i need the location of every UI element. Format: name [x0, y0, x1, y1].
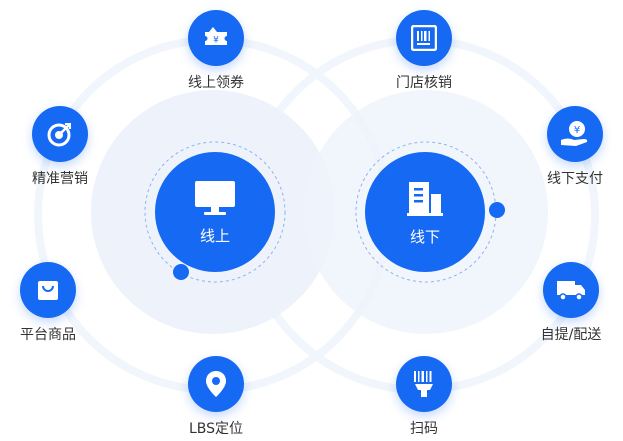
shopping-bag-icon [20, 262, 76, 318]
offline-orbit-dot [489, 202, 505, 218]
feature-label: 自提/配送 [540, 327, 602, 343]
svg-text:¥: ¥ [213, 36, 219, 46]
svg-text:¥: ¥ [574, 125, 580, 136]
feature-lbs-location[interactable]: LBS定位 [161, 356, 271, 438]
feature-online-coupon[interactable]: ¥ 线上领券 [161, 10, 271, 92]
hand-yuan-icon: ¥ [547, 106, 603, 162]
monitor-icon [195, 180, 235, 215]
offline-hub: 线下 [365, 152, 485, 272]
barcode-scanner-icon [396, 356, 452, 412]
feature-label: LBS定位 [188, 421, 244, 437]
feature-store-verification[interactable]: 门店核销 [369, 10, 479, 92]
feature-precision-marketing[interactable]: 精准营销 [5, 106, 115, 188]
barcode-verify-icon [396, 10, 452, 66]
feature-scan-code[interactable]: 扫码 [369, 356, 479, 438]
feature-label: 线上领券 [188, 75, 244, 91]
offline-hub-label: 线下 [409, 227, 440, 246]
feature-platform-products[interactable]: 平台商品 [0, 262, 103, 344]
online-orbit-dot [173, 264, 189, 280]
feature-label: 门店核销 [396, 75, 452, 91]
feature-label: 线下支付 [547, 171, 603, 187]
online-hub: 线上 [155, 152, 275, 272]
online-dashed-ring [144, 141, 286, 283]
feature-label: 平台商品 [20, 327, 76, 343]
coupon-icon: ¥ [188, 10, 244, 66]
location-pin-icon [188, 356, 244, 412]
online-hub-label: 线上 [199, 226, 230, 245]
target-icon [32, 106, 88, 162]
feature-pickup-delivery[interactable]: 自提/配送 [516, 262, 623, 344]
building-icon [407, 181, 443, 216]
feature-label: 扫码 [410, 421, 438, 437]
delivery-truck-icon [543, 262, 599, 318]
feature-offline-payment[interactable]: ¥ 线下支付 [520, 106, 623, 188]
feature-label: 精准营销 [32, 171, 88, 187]
